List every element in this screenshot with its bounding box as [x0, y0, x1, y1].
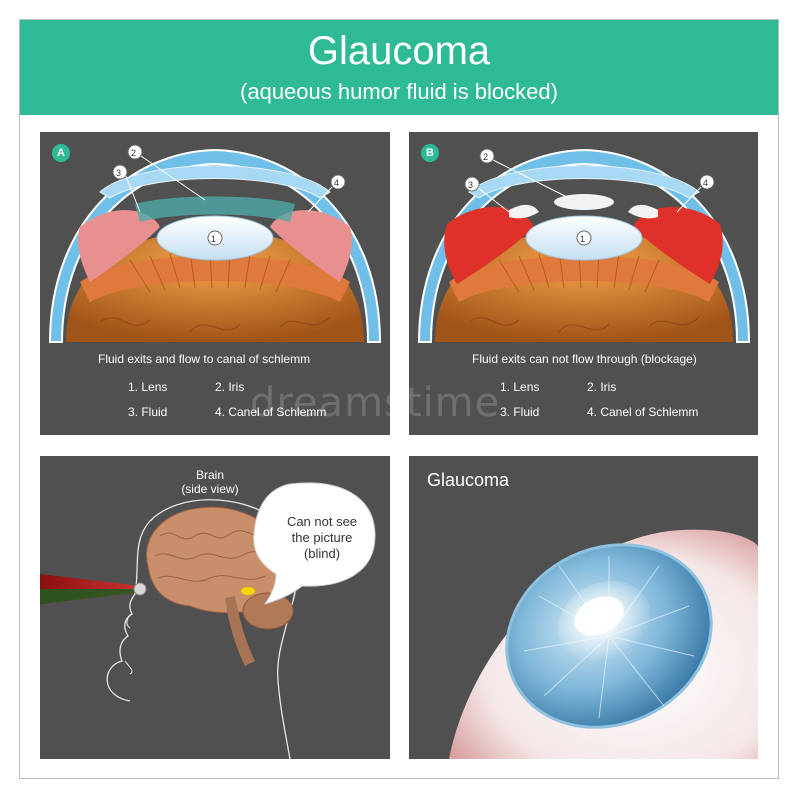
- eye-cross-section-a: [48, 144, 382, 343]
- head-brain-illustration: [40, 482, 376, 759]
- speech-bubble-text: Can not see the picture (blind): [276, 514, 368, 562]
- watermark: dreamstime: [250, 380, 501, 426]
- marker-1-label: 1: [580, 234, 586, 244]
- page-subtitle: (aqueous humor fluid is blocked): [240, 79, 558, 104]
- legend-iris: 2. Iris: [587, 380, 617, 394]
- panel-b-blocked-eye: B 1 2 3 4 Fluid exits can not flow throu…: [409, 132, 758, 435]
- legend-lens: 1. Lens: [128, 380, 168, 394]
- marker-2-label: 2: [483, 152, 489, 162]
- brain-label-line1: Brain: [195, 468, 224, 482]
- brain-label: Brain (side view): [170, 468, 250, 496]
- panel-d-label: Glaucoma: [427, 470, 510, 490]
- outer-frame: [19, 19, 779, 779]
- panel-c-brain-blind: Brain (side view) Can not see the pictur…: [40, 456, 390, 759]
- marker-3-label: 3: [468, 180, 474, 190]
- legend-canal: 4. Canel of Schlemm: [587, 405, 699, 419]
- legend-fluid: 3. Fluid: [128, 405, 168, 419]
- panel-a-normal-eye: A 1 2 3 4 Fluid exits and flow to canal …: [40, 132, 390, 435]
- legend-fluid: 3. Fluid: [500, 405, 540, 419]
- marker-1-label: 1: [211, 234, 217, 244]
- marker-4-label: 4: [334, 178, 340, 188]
- panel-a-badge: A: [52, 144, 70, 162]
- bubble-line-3: (blind): [303, 546, 341, 561]
- legend-iris: 2. Iris: [215, 380, 245, 394]
- marker-3-label: 3: [116, 168, 122, 178]
- bubble-line-1: Can not see: [286, 514, 358, 529]
- panel-b-caption: Fluid exits can not flow through (blocka…: [472, 352, 697, 366]
- legend-lens: 1. Lens: [500, 380, 540, 394]
- marker-4-label: 4: [703, 178, 709, 188]
- marker-2-label: 2: [131, 148, 137, 158]
- panel-b-badge: B: [421, 144, 439, 162]
- panel-d-glaucoma-eye: Glaucoma: [409, 456, 758, 759]
- eye-cross-section-b: [417, 148, 751, 343]
- panel-a-caption: Fluid exits and flow to canal of schlemm: [98, 352, 311, 366]
- title-banner: Glaucoma (aqueous humor fluid is blocked…: [20, 20, 778, 115]
- bubble-line-2: the picture: [291, 530, 353, 545]
- legend-canal: 4. Canel of Schlemm: [215, 405, 327, 419]
- page-title: Glaucoma: [307, 29, 491, 73]
- cloudy-eye-illustration: [449, 529, 758, 759]
- brain-label-line2: (side view): [181, 482, 239, 496]
